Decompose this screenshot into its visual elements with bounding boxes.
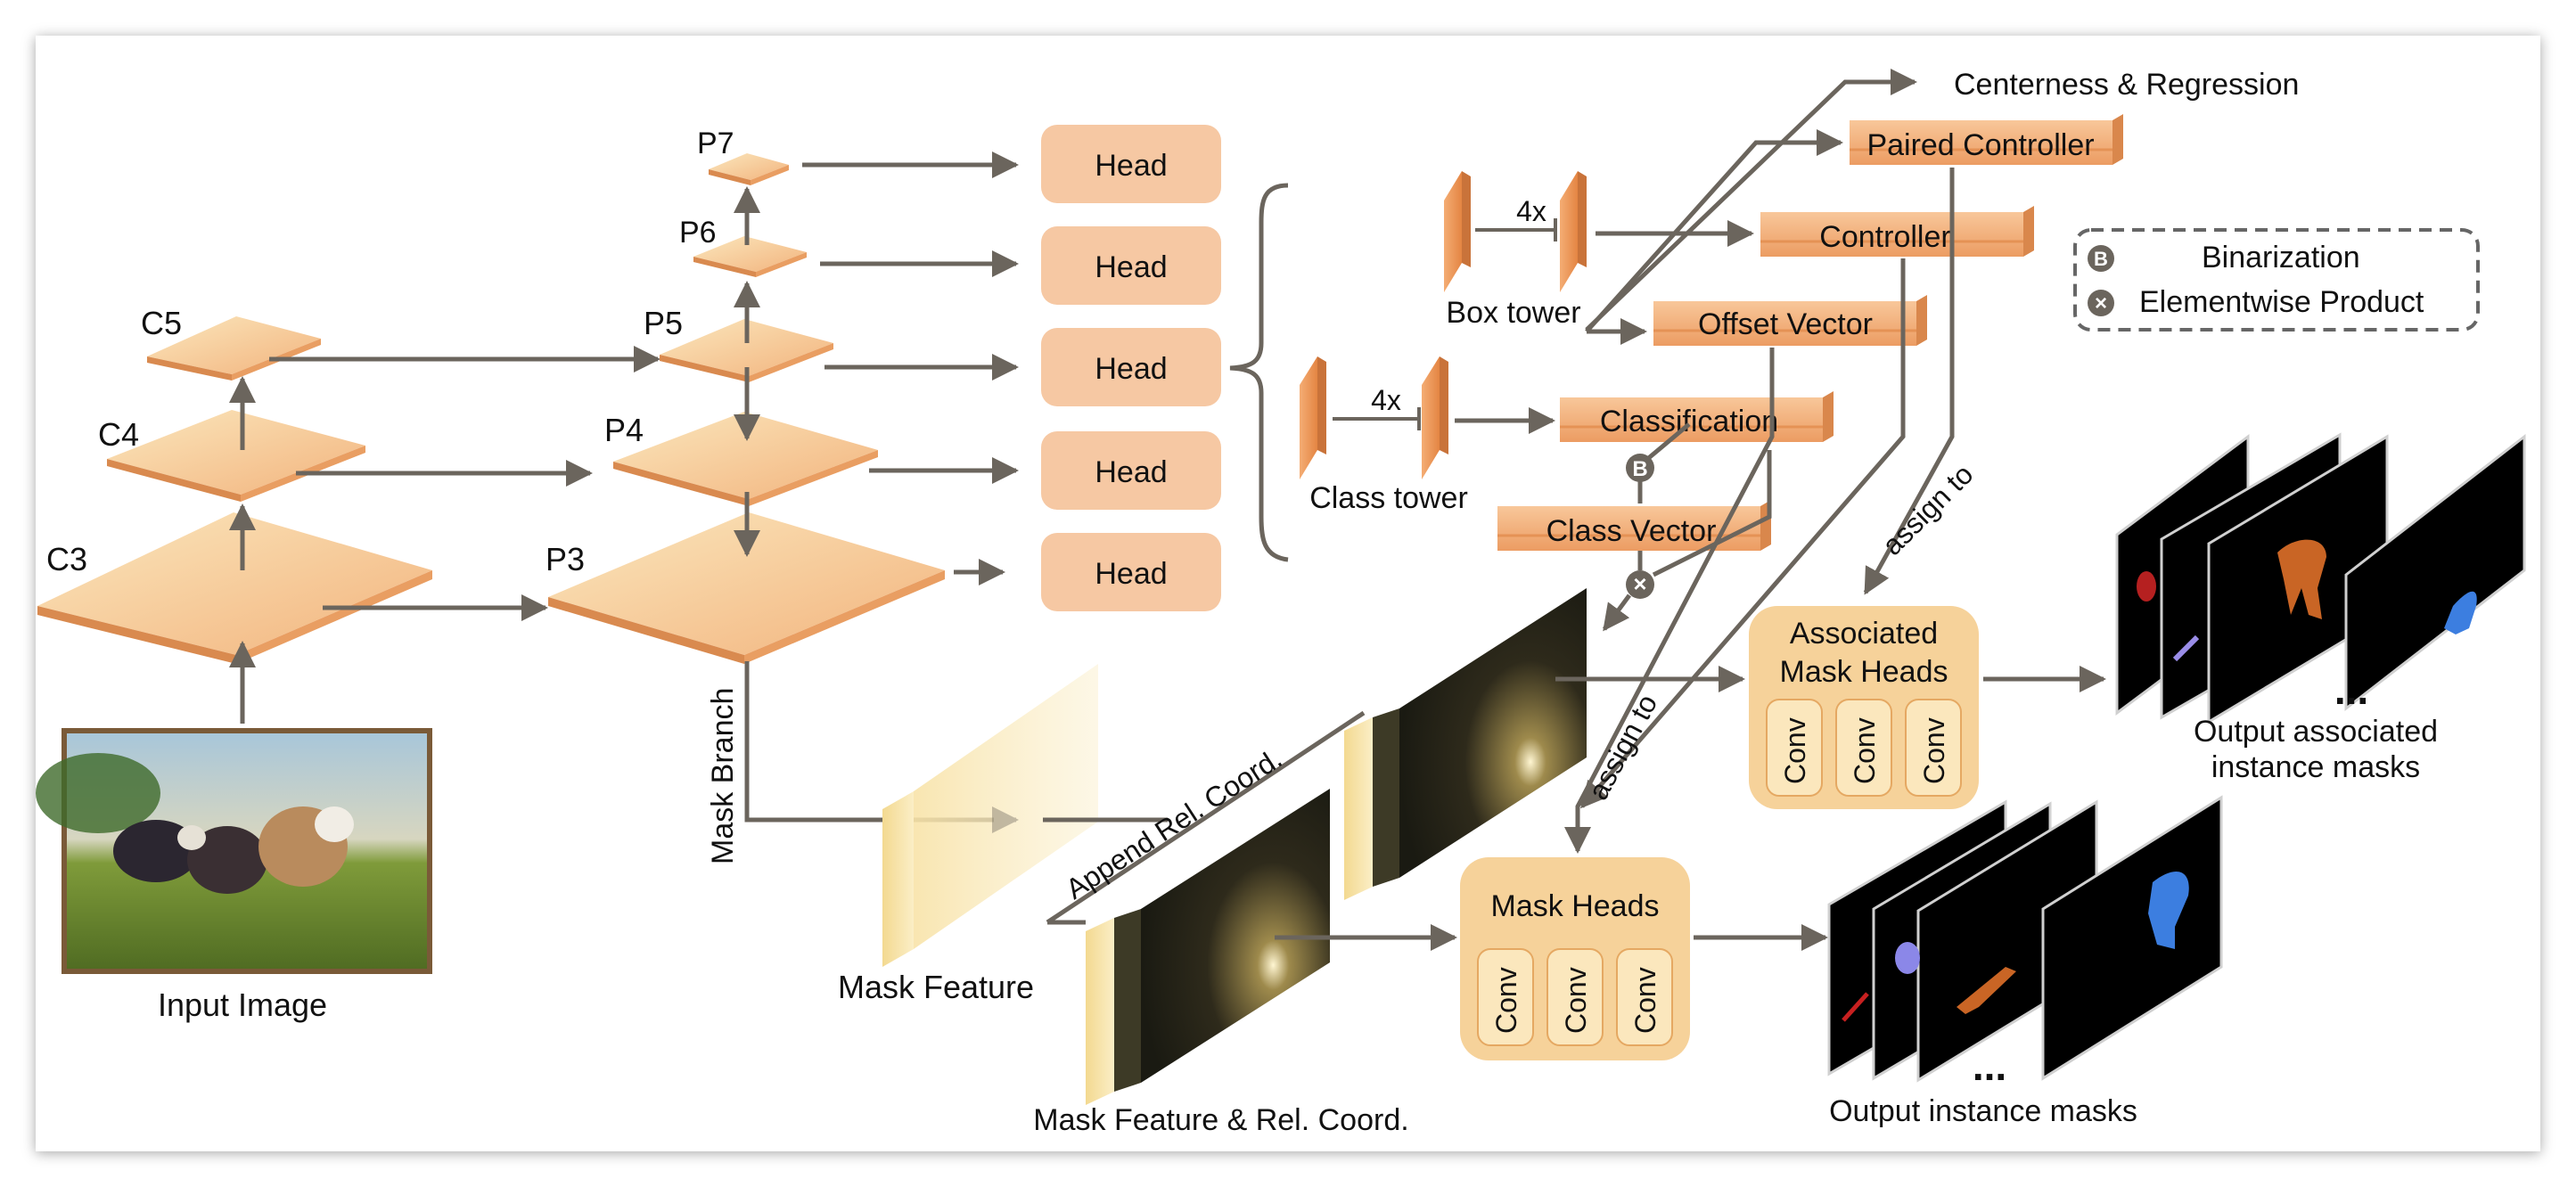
p5-label: P5 <box>644 305 683 341</box>
mask-branch-label: Mask Branch <box>706 688 740 864</box>
layer-p7 <box>709 153 789 185</box>
p4-label: P4 <box>604 412 644 448</box>
assoc-conv-2: Conv <box>1849 717 1881 784</box>
class-vector-label: Class Vector <box>1546 514 1717 548</box>
classification-box: Classification <box>1560 391 1834 442</box>
paired-controller-label: Paired Controller <box>1866 128 2094 162</box>
p6-label: P6 <box>679 216 717 250</box>
head-label: Head <box>1095 557 1167 591</box>
product-node: × <box>1602 450 1772 632</box>
associated-heads-line1: Associated <box>1790 617 1938 651</box>
binarization-symbol: B <box>1632 457 1647 481</box>
controller-box: Controller <box>1760 206 2034 257</box>
associated-mask-heads: Associated Mask Heads Conv Conv Conv <box>1749 606 1979 809</box>
class-tower-label: Class tower <box>1309 481 1468 515</box>
associated-heads-line2: Mask Heads <box>1780 655 1948 689</box>
head-p6: Head <box>1041 226 1221 305</box>
arrow-offset-assign <box>1564 348 1775 854</box>
class-tower-repeat: 4x <box>1371 384 1401 416</box>
input-image-label: Input Image <box>158 986 327 1023</box>
legend: B Binarization × Elementwise Product <box>2073 228 2480 332</box>
layer-p5 <box>660 319 833 382</box>
layer-p4 <box>613 412 878 506</box>
head-p4: Head <box>1041 431 1221 510</box>
layer-p3 <box>548 512 945 664</box>
output-ellipsis: ... <box>1973 1043 2006 1089</box>
class-vector-box: Class Vector <box>1497 500 1771 551</box>
feature-coord-label: Mask Feature & Rel. Coord. <box>1033 1103 1408 1137</box>
class-tower-block-2 <box>1422 356 1448 479</box>
offset-vector-box: Offset Vector <box>1653 295 1927 346</box>
legend-elementwise-label: Elementwise Product <box>2139 285 2424 319</box>
head-p3: Head <box>1041 533 1221 611</box>
legend-binarization-label: Binarization <box>2202 241 2360 274</box>
mask-conv-3: Conv <box>1629 967 1661 1034</box>
arrow-paired-assign <box>1863 168 1955 595</box>
c5-label: C5 <box>141 305 182 341</box>
arrow-to-paired-controller <box>1585 129 1843 333</box>
p3-label: P3 <box>546 541 585 577</box>
output-mask-blobs <box>1842 872 2189 1022</box>
curly-brace <box>1229 183 1289 562</box>
arrow-to-centerness <box>1585 69 1917 332</box>
mask-conv-1: Conv <box>1490 967 1522 1034</box>
output-masks-label: Output instance masks <box>1829 1094 2137 1128</box>
head-label: Head <box>1095 149 1167 183</box>
feature-coord-lower <box>1086 789 1330 1105</box>
box-tower-block-2 <box>1560 171 1587 292</box>
mask-feature-label: Mask Feature <box>838 969 1034 1005</box>
offset-vector-label: Offset Vector <box>1698 307 1873 341</box>
paired-controller-box: Paired Controller <box>1850 114 2123 165</box>
associated-mask-blobs <box>2137 539 2477 662</box>
box-tower-block-1 <box>1444 171 1471 292</box>
head-label: Head <box>1095 250 1167 284</box>
mask-conv-2: Conv <box>1560 967 1592 1034</box>
p7-label: P7 <box>697 127 734 160</box>
centerness-label: Centerness & Regression <box>1954 68 2299 102</box>
head-label: Head <box>1095 455 1167 489</box>
mask-heads-label: Mask Heads <box>1491 889 1660 923</box>
layer-c3 <box>37 512 432 664</box>
box-tower-repeat: 4x <box>1516 195 1546 227</box>
legend-binarization-symbol: B <box>2094 248 2108 270</box>
associated-ellipsis: ... <box>2334 667 2368 713</box>
assoc-conv-3: Conv <box>1918 717 1950 784</box>
legend-product-symbol: × <box>2095 291 2107 315</box>
classification-label: Classification <box>1600 405 1778 438</box>
box-tower-label: Box tower <box>1446 296 1580 330</box>
associated-output-line2: instance masks <box>2211 750 2420 784</box>
product-symbol: × <box>1633 570 1646 597</box>
arrow-controller-assign <box>1580 258 1906 809</box>
input-image <box>36 728 432 974</box>
associated-output-line1: Output associated <box>2194 715 2438 749</box>
class-tower-block-1 <box>1300 356 1326 479</box>
feature-coord-upper <box>1344 588 1587 900</box>
mask-heads: Mask Heads Conv Conv Conv <box>1460 857 1690 1060</box>
controller-label: Controller <box>1819 220 1950 254</box>
assoc-conv-1: Conv <box>1779 717 1811 784</box>
c3-label: C3 <box>46 541 87 577</box>
assign-to-label-upper: assign to <box>1875 458 1979 561</box>
layer-p6 <box>693 236 807 277</box>
assign-to-label-lower: assign to <box>1581 689 1663 805</box>
append-coord-line <box>1046 710 1366 925</box>
head-p5: Head <box>1041 328 1221 406</box>
binarization-node: B <box>1626 422 1691 503</box>
layer-c4 <box>107 410 365 502</box>
head-p7: Head <box>1041 125 1221 203</box>
head-label: Head <box>1095 352 1167 386</box>
associated-output-masks <box>2115 432 2526 724</box>
c4-label: C4 <box>98 416 139 453</box>
